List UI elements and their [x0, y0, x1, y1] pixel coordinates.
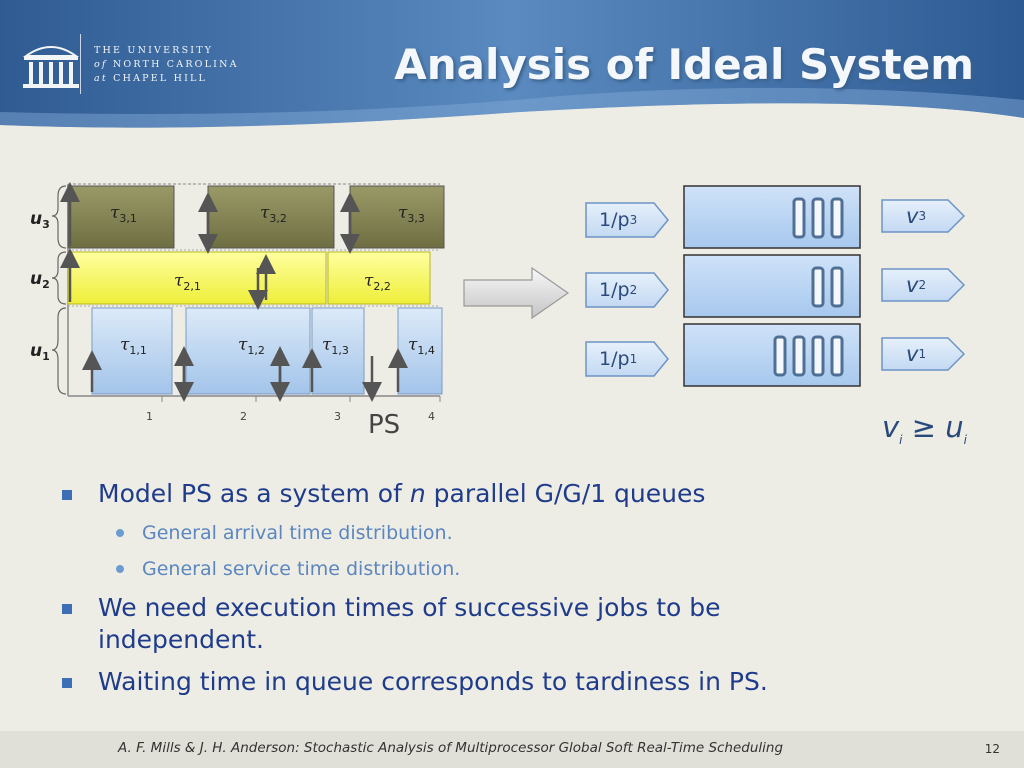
- bullet-square-icon: [62, 490, 72, 500]
- bullet-square-icon: [62, 678, 72, 688]
- university-name: THE UNIVERSITY of NORTH CAROLINA at CHAP…: [94, 44, 239, 86]
- old-well-logo-icon: [22, 46, 80, 88]
- footer-citation: A. F. Mills & J. H. Anderson: Stochastic…: [118, 740, 784, 756]
- tick-label-2: 2: [240, 410, 247, 423]
- release-arrows: [60, 182, 408, 402]
- bullet-item-1: Model PS as a system of n parallel G/G/1…: [62, 478, 982, 510]
- queue-input-tag-3: [585, 202, 669, 238]
- task-label-2-1: τ2,1: [174, 271, 201, 293]
- footer-bar: [0, 731, 1024, 768]
- sub-bullet-item-1: General arrival time distribution.: [116, 520, 982, 546]
- task-block-3-3: [349, 185, 445, 249]
- tick-label-4: 4: [428, 410, 435, 423]
- bullet-item-2: We need execution times of successive jo…: [62, 592, 982, 656]
- queue-input-tag-1: [585, 341, 669, 377]
- queue-system-diagram: [585, 185, 966, 387]
- task-label-1-1: τ1,1: [120, 335, 147, 357]
- task-label-3-2: τ3,2: [260, 203, 287, 225]
- university-line-1: THE UNIVERSITY: [94, 45, 214, 56]
- queue-jobs-2: [811, 266, 844, 308]
- task-label-1-2: τ1,2: [238, 335, 265, 357]
- task-block-1-1: [91, 307, 173, 395]
- row-label-u1: u1: [30, 341, 50, 363]
- queue-jobs-1: [773, 335, 844, 377]
- sub-bullet-item-2: General service time distribution.: [116, 556, 982, 582]
- task-label-1-3: τ1,3: [322, 335, 349, 357]
- ps-label: PS: [368, 410, 401, 440]
- logo-divider: [80, 34, 81, 94]
- big-right-arrow-icon: [463, 266, 570, 320]
- tick-label-1: 1: [146, 410, 153, 423]
- task-block-3-1: [67, 185, 175, 249]
- tick-label-3: 3: [334, 410, 341, 423]
- tick-marks: [161, 396, 441, 402]
- row-label-u2: u2: [30, 269, 50, 291]
- task-block-2-1: [67, 251, 327, 305]
- header-band: [0, 0, 1024, 128]
- task-block-3-2: [207, 185, 335, 249]
- rate-relation: vi ≥ ui: [882, 410, 967, 447]
- page-number: 12: [984, 742, 1000, 756]
- queue-output-tag-2: [881, 268, 966, 302]
- queue-input-tag-2: [585, 272, 669, 308]
- bullet-dot-icon: [116, 565, 124, 573]
- bullet-dot-icon: [116, 529, 124, 537]
- slide-title: Analysis of Ideal System: [394, 40, 974, 89]
- bullet-list: Model PS as a system of n parallel G/G/1…: [62, 478, 982, 708]
- bullet-square-icon: [62, 604, 72, 614]
- university-line-2-prefix: of: [94, 59, 108, 70]
- university-line-3-prefix: at: [94, 73, 108, 84]
- task-label-3-3: τ3,3: [398, 203, 425, 225]
- row-braces: [51, 185, 67, 395]
- task-label-2-2: τ2,2: [364, 271, 391, 293]
- university-line-3: CHAPEL HILL: [113, 73, 208, 84]
- bullet-item-3: Waiting time in queue corresponds to tar…: [62, 666, 982, 698]
- ps-schedule-diagram: u3 u2 u1 τ3,1 τ3,2 τ3,3 τ2,1 τ2,2 τ1,1 τ…: [30, 182, 445, 402]
- university-line-2: NORTH CAROLINA: [112, 59, 239, 70]
- task-label-1-4: τ1,4: [408, 335, 435, 357]
- task-label-3-1: τ3,1: [110, 203, 137, 225]
- queue-jobs-3: [792, 197, 844, 239]
- queue-output-tag-1: [881, 337, 966, 371]
- row-label-u3: u3: [30, 209, 50, 231]
- task-block-2-2: [327, 251, 431, 305]
- queue-output-tag-3: [881, 199, 966, 233]
